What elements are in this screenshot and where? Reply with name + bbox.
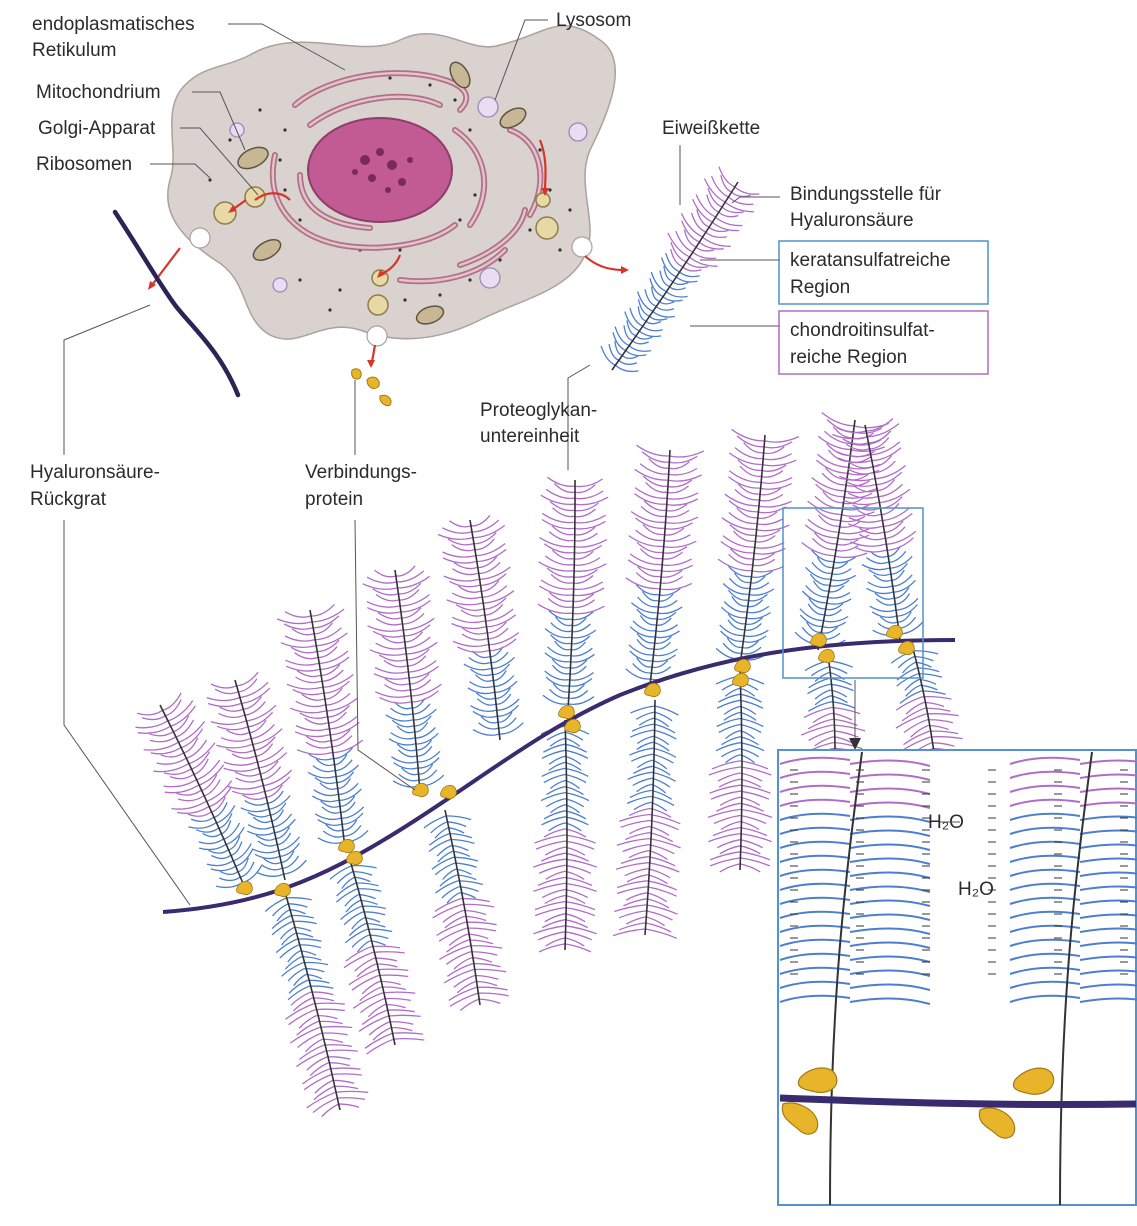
zoom-inset: H₂O H₂O	[778, 750, 1137, 1205]
label-bindung-2: Hyaluronsäure	[790, 210, 914, 231]
link-protein-10	[732, 673, 748, 686]
link-protein-13	[886, 625, 902, 638]
link-protein-1	[274, 883, 290, 896]
label-er-2: Retikulum	[32, 40, 116, 61]
label-ribosomen: Ribosomen	[36, 154, 132, 175]
subunit-down-0	[265, 892, 368, 1117]
subunit-up-3	[363, 566, 444, 792]
label-verbindung-2: protein	[305, 489, 363, 510]
label-er-1: endoplasmatisches	[32, 14, 195, 35]
subunit-up-4	[438, 515, 523, 740]
label-lysosom: Lysosom	[556, 10, 631, 31]
link-protein-2	[338, 839, 354, 852]
label-verbindung-1: Verbindungs-	[305, 462, 417, 483]
label-proteoglykan-1: Proteoglykan-	[480, 400, 597, 421]
label-keratan-1: keratansulfatreiche	[790, 250, 951, 271]
subunit-down-4	[613, 700, 681, 938]
label-chondroitin-2: reiche Region	[790, 347, 907, 368]
label-mitochondrium: Mitochondrium	[36, 82, 161, 103]
label-bindung-1: Bindungsstelle für	[790, 184, 942, 205]
label-chondroitin-1: chondroitinsulfat-	[790, 320, 935, 341]
subunit-down-1	[330, 860, 424, 1054]
link-protein-14	[898, 641, 914, 654]
label-proteoglykan-2: untereinheit	[480, 426, 580, 447]
subunit-down-5	[708, 670, 772, 872]
subunit-up-7	[716, 429, 799, 665]
label-keratan-2: Region	[790, 277, 850, 298]
label-golgi: Golgi-Apparat	[38, 118, 156, 139]
label-eiweisskette: Eiweißkette	[662, 118, 760, 139]
link-protein-6	[558, 705, 574, 718]
label-hyaluron-1: Hyaluronsäure-	[30, 462, 160, 483]
water-label-2: H₂O	[958, 879, 994, 900]
link-protein-3	[346, 851, 362, 864]
cell	[148, 26, 629, 406]
link-protein-0	[236, 881, 252, 894]
link-protein-5	[440, 785, 456, 798]
link-protein-11	[810, 633, 826, 646]
subunit-up-9	[832, 419, 923, 641]
nucleus	[308, 118, 452, 222]
subunit-down-2	[424, 810, 509, 1011]
subunit-up-5	[538, 477, 608, 710]
subunit-up-2	[277, 604, 368, 848]
subunit-up-1	[207, 672, 306, 880]
subunit-up-6	[626, 445, 704, 685]
secreted-link-proteins	[352, 369, 391, 406]
subunit-down-3	[533, 720, 597, 952]
label-hyaluron-2: Rückgrat	[30, 489, 107, 510]
link-protein-12	[818, 649, 834, 662]
